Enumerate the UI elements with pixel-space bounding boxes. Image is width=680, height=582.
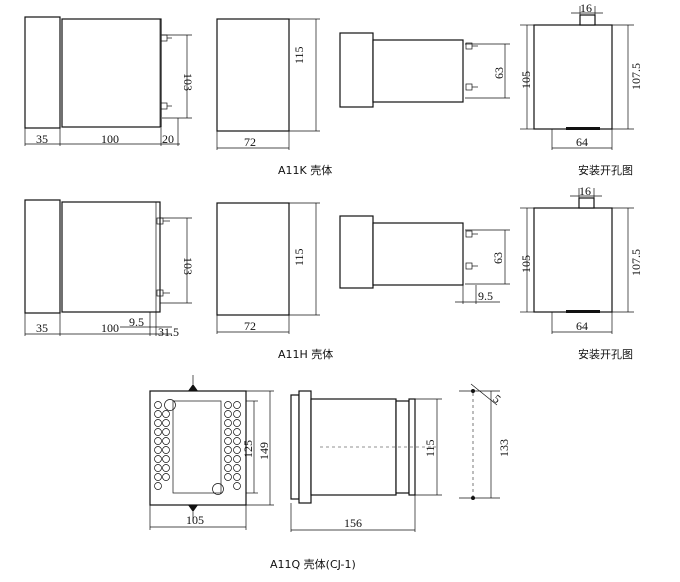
caption-a11h: A11H 壳体 bbox=[278, 347, 333, 361]
a11h-mounting-cutout: 16 105 107.5 64 bbox=[519, 184, 643, 334]
dim-depth-front: 35 bbox=[36, 132, 48, 146]
a11k-side-view: 103 35 100 20 bbox=[24, 16, 195, 146]
dim-tab: 16 bbox=[580, 1, 592, 15]
dim-offset: 9.5 bbox=[478, 289, 493, 303]
dim-depth-front: 35 bbox=[36, 321, 48, 335]
terminal-icon bbox=[154, 399, 241, 495]
a11h-side-view: 103 35 100 9.5 31.5 bbox=[24, 199, 195, 339]
dim-body: 100 bbox=[101, 132, 119, 146]
a11h-end-view: 115 72 bbox=[216, 202, 320, 334]
caption-a11q: A11Q 壳体(CJ-1) bbox=[270, 557, 356, 571]
dim-width: 64 bbox=[576, 135, 588, 149]
dim-left: 105 bbox=[519, 71, 533, 89]
dim-width: 72 bbox=[244, 319, 256, 333]
dim-width: 105 bbox=[186, 513, 204, 527]
a11k-rear-view: 63 bbox=[339, 32, 510, 108]
dim-height: 63 bbox=[492, 67, 506, 79]
dim-height: 133 bbox=[497, 439, 511, 457]
a11h-rear-view: 63 9.5 bbox=[339, 215, 510, 304]
dim-height: 103 bbox=[181, 73, 195, 91]
a11q-mounting-cutout: 5 133 bbox=[459, 383, 511, 500]
a11k-end-view: 115 72 bbox=[216, 18, 320, 150]
dim-inner-height: 125 bbox=[241, 440, 255, 458]
dim-height: 149 bbox=[257, 442, 271, 460]
dim-terminal: 20 bbox=[162, 132, 174, 146]
dim-height: 103 bbox=[181, 257, 195, 275]
dim-offset: 9.5 bbox=[129, 315, 144, 329]
dim-depth: 156 bbox=[344, 516, 362, 530]
caption-cutout-1: 安装开孔图 bbox=[578, 163, 633, 177]
dim-width: 72 bbox=[244, 135, 256, 149]
dim-left: 105 bbox=[519, 255, 533, 273]
dim-body: 100 bbox=[101, 321, 119, 335]
terminal-icon bbox=[465, 230, 478, 270]
dim-height: 63 bbox=[491, 252, 505, 264]
dim-height: 115 bbox=[292, 248, 306, 266]
caption-a11k: A11K 壳体 bbox=[278, 163, 332, 177]
a11q-side-view: 115 156 bbox=[290, 390, 442, 532]
terminal-icon bbox=[465, 42, 478, 91]
caption-cutout-2: 安装开孔图 bbox=[578, 347, 633, 361]
dim-tab: 16 bbox=[579, 184, 591, 198]
dim-hole: 5 bbox=[490, 392, 504, 407]
dim-right: 107.5 bbox=[629, 249, 643, 276]
dim-terminal: 31.5 bbox=[158, 325, 179, 339]
dim-height: 115 bbox=[423, 439, 437, 457]
terminal-icon bbox=[160, 34, 172, 110]
dim-right: 107.5 bbox=[629, 63, 643, 90]
dim-height: 115 bbox=[292, 46, 306, 64]
dim-width: 64 bbox=[576, 319, 588, 333]
a11k-mounting-cutout: 16 105 107.5 64 bbox=[519, 1, 643, 150]
a11q-front-view: 125 149 105 bbox=[149, 375, 274, 530]
